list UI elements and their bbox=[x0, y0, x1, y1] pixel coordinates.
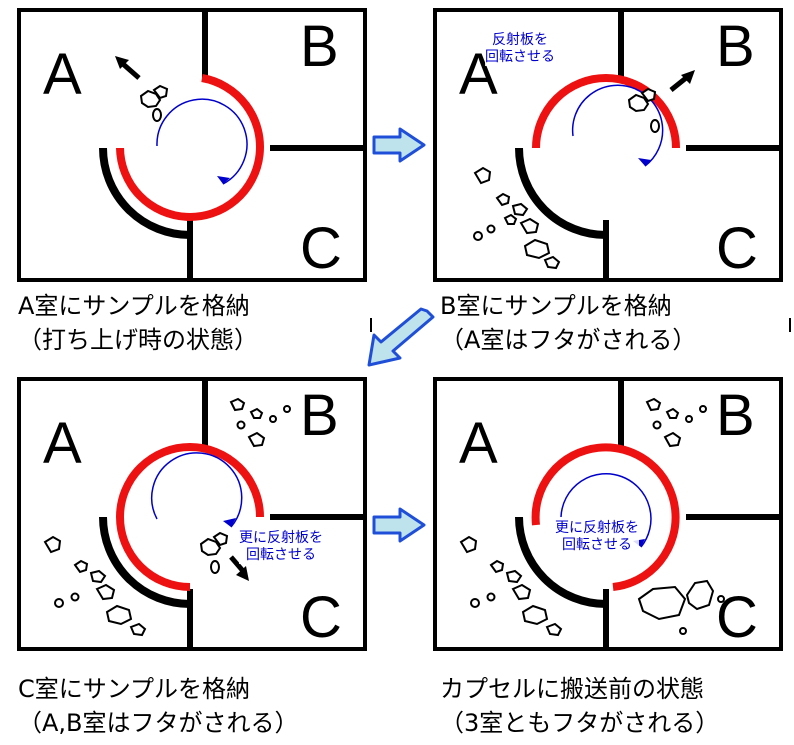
panel-4-diagram bbox=[433, 377, 783, 651]
rotation-note-line2: 回転させる bbox=[246, 547, 316, 563]
rotation-note: 反射板を 回転させる bbox=[485, 32, 555, 66]
room-label-c: C bbox=[716, 585, 758, 650]
panel-1-diagram bbox=[17, 8, 367, 282]
caption-panel-4: カプセルに搬送前の状態 （3室ともフタがされる） bbox=[440, 672, 719, 740]
rock-fragment-icon bbox=[459, 397, 725, 637]
rotation-note-line1: 反射板を bbox=[492, 32, 548, 48]
rock-fragment-icon bbox=[43, 397, 291, 637]
room-label-b: B bbox=[300, 383, 339, 448]
block-arrow-icon bbox=[367, 307, 435, 367]
room-label-b: B bbox=[300, 14, 339, 79]
caption-panel-2: B室にサンプルを格納 （A室はフタがされる） bbox=[440, 289, 696, 357]
caption-line1: カプセルに搬送前の状態 bbox=[440, 675, 704, 703]
reflector-plate bbox=[116, 443, 264, 591]
panel-2: A B C 反射板を 回転させる bbox=[433, 8, 793, 283]
rotation-arrow-icon bbox=[156, 98, 248, 185]
caption-line2: （打ち上げ時の状態） bbox=[18, 326, 258, 354]
arrow-icon bbox=[121, 62, 141, 80]
caption-line1: B室にサンプルを格納 bbox=[440, 292, 672, 320]
room-label-a: A bbox=[43, 411, 82, 476]
caption-line2: （A,B室はフタがされる） bbox=[18, 709, 299, 737]
room-label-b: B bbox=[716, 383, 755, 448]
reflector-plate bbox=[116, 74, 264, 221]
room-label-a: A bbox=[43, 42, 82, 107]
block-arrow-icon bbox=[372, 127, 426, 163]
rotation-arrow-icon bbox=[150, 452, 243, 528]
caption-panel-3: C室にサンプルを格納 （A,B室はフタがされる） bbox=[18, 672, 299, 740]
panel-3-diagram bbox=[17, 377, 367, 651]
room-label-b: B bbox=[716, 14, 755, 79]
rotation-arrow-icon bbox=[560, 473, 652, 548]
rotation-arrow-icon bbox=[571, 84, 664, 167]
panel-2-diagram bbox=[433, 8, 783, 282]
caption-panel-1: A室にサンプルを格納 （打ち上げ時の状態） bbox=[18, 289, 258, 357]
rotation-note-line1: 更に反射板を bbox=[555, 520, 639, 536]
caption-line1: A室にサンプルを格納 bbox=[18, 292, 250, 320]
rotation-note: 更に反射板を 回転させる bbox=[239, 530, 323, 564]
caption-line2: （3室ともフタがされる） bbox=[440, 709, 720, 737]
caption-line2: （A室はフタがされる） bbox=[440, 326, 697, 354]
black-partition bbox=[99, 147, 191, 239]
room-label-c: C bbox=[716, 216, 758, 281]
reflector-plate bbox=[531, 443, 680, 591]
tick-mark bbox=[370, 318, 372, 332]
reflector-plate bbox=[532, 74, 680, 149]
rock-fragment-icon bbox=[139, 84, 169, 122]
block-arrow-icon bbox=[372, 507, 426, 543]
rotation-note-line1: 更に反射板を bbox=[239, 530, 323, 546]
rotation-note-line2: 回転させる bbox=[562, 537, 632, 553]
panel-4: A B C 更に反射板を 回転させる bbox=[433, 377, 793, 652]
room-label-a: A bbox=[459, 411, 498, 476]
room-label-c: C bbox=[300, 585, 342, 650]
caption-line1: C室にサンプルを格納 bbox=[18, 675, 251, 703]
panel-3: A B C 更に反射板を 回転させる bbox=[17, 377, 377, 652]
room-label-c: C bbox=[300, 216, 342, 281]
rotation-note: 更に反射板を 回転させる bbox=[555, 520, 639, 554]
tick-mark bbox=[789, 318, 791, 332]
rock-fragment-icon bbox=[473, 87, 660, 270]
panel-1: A B C bbox=[17, 8, 377, 283]
rotation-note-line2: 回転させる bbox=[485, 49, 555, 65]
